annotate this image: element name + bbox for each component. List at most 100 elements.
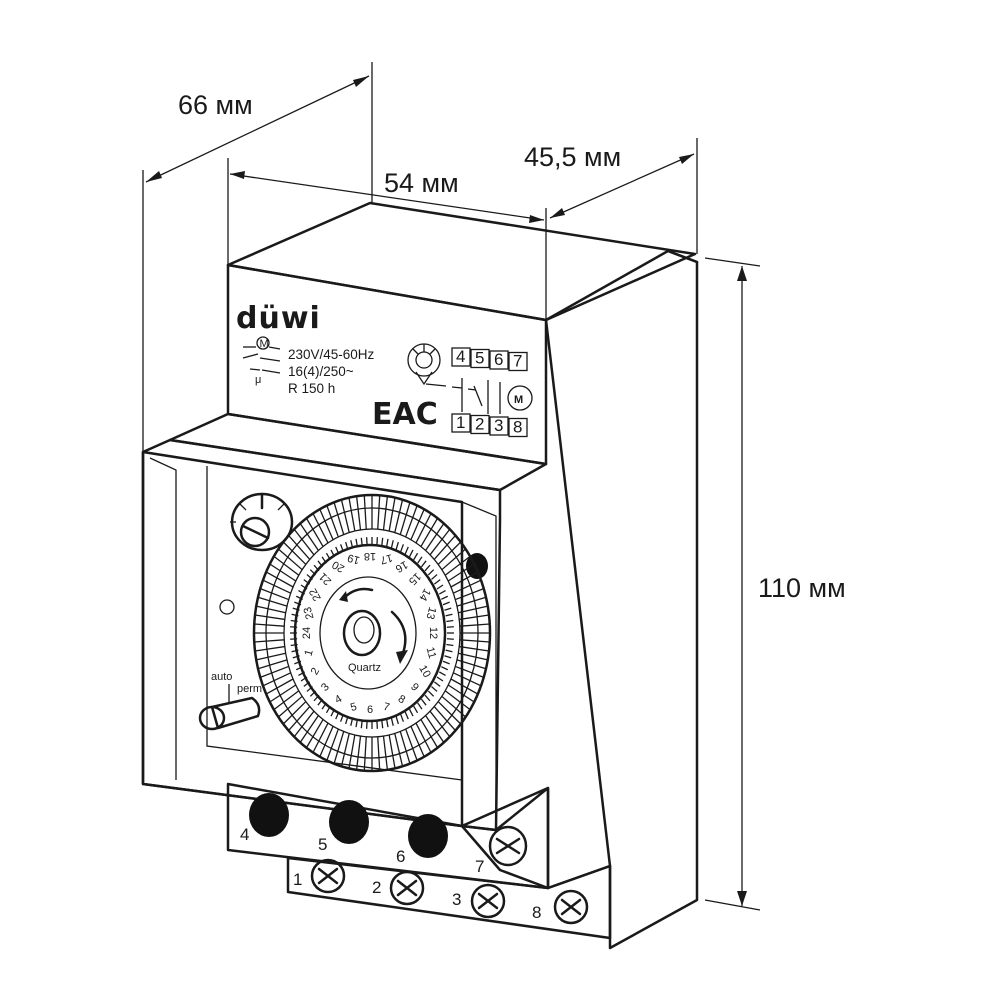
terminal-label: 2 [372, 878, 381, 897]
hour-label: 21 [317, 570, 334, 587]
svg-text:μ: μ [255, 374, 261, 386]
hour-label: 13 [423, 606, 438, 621]
dim-line-66 [145, 75, 370, 183]
rotation-arrow-icon [390, 610, 407, 658]
terminal-screw-icon[interactable] [553, 889, 589, 925]
svg-text:M: M [514, 394, 523, 406]
terminal-label: 3 [452, 890, 461, 909]
spec-rating: 16(4)/250~ [288, 364, 354, 379]
wiring-bottom-box [470, 414, 490, 435]
hour-label: 8 [396, 693, 407, 706]
terminal-label: 6 [396, 847, 405, 866]
hour-label: 16 [393, 558, 410, 575]
wiring-top-label: 7 [513, 352, 522, 371]
terminal-hole[interactable] [249, 793, 289, 837]
terminal-label: 7 [475, 857, 484, 876]
hour-label: 22 [307, 586, 324, 603]
hour-label: 2 [309, 666, 322, 677]
wiring-bottom-label: 8 [513, 418, 522, 437]
program-selector[interactable] [230, 492, 294, 552]
front-cover [141, 438, 502, 832]
mode-perm-label: perm [237, 683, 262, 695]
terminal-screw-icon[interactable] [310, 858, 346, 894]
hour-label: 15 [406, 570, 423, 587]
svg-text:M: M [260, 338, 269, 350]
cover-inner-frame [206, 466, 463, 781]
hour-label: 24 [301, 627, 313, 639]
spec-voltage: 230V/45-60Hz [288, 347, 375, 362]
hour-label: 14 [416, 586, 433, 603]
dial-center [319, 576, 417, 690]
hour-label: 17 [379, 551, 394, 566]
hour-label: 10 [416, 663, 433, 680]
wiring-top-box [508, 351, 528, 372]
indicator-led [219, 599, 235, 615]
dial-knob[interactable] [342, 609, 382, 657]
terminal-label: 1 [293, 870, 302, 889]
dim-label-54: 54 мм [384, 168, 459, 198]
lower-block-body [286, 856, 612, 940]
wiring-top-label: 6 [494, 350, 503, 369]
hour-label: 3 [319, 681, 332, 694]
quartz-label: Quartz [348, 662, 381, 674]
wiring-bottom-label: 2 [475, 415, 484, 434]
hour-label: 20 [330, 558, 347, 575]
terminal-hole[interactable] [408, 814, 448, 858]
wiring-bottom-label: 1 [456, 413, 465, 432]
brand-logo: düwi [236, 301, 321, 336]
wiring-bottom-label: 3 [494, 416, 503, 435]
motor-icon [507, 385, 533, 411]
terminal-label: 8 [532, 903, 541, 922]
dim-line-54 [229, 173, 545, 221]
dimension-lines: 66 мм 54 мм 45,5 мм 110 мм [142, 62, 846, 911]
dial-symbol-icon [407, 343, 441, 386]
terminal-label: 4 [240, 825, 249, 844]
wiring-bottom-box [451, 413, 471, 433]
hour-label: 5 [349, 701, 358, 714]
housing-edge [666, 249, 699, 264]
hour-ring [293, 543, 447, 723]
hour-label: 12 [427, 627, 439, 639]
terminal-block-lower: 1 2 3 8 [286, 856, 612, 940]
housing-right-side [544, 249, 699, 950]
mode-auto-label: auto [211, 671, 232, 683]
eac-mark: EAC [372, 397, 438, 432]
terminal-screw-icon[interactable] [470, 883, 506, 919]
hour-label: 23 [302, 606, 317, 621]
selector-knob[interactable] [239, 516, 271, 548]
wiring-top-label: 4 [456, 347, 465, 366]
relay-symbol-icon: M μ [242, 336, 281, 386]
hour-label: 6 [367, 704, 373, 716]
wiring-top-label: 5 [475, 349, 484, 368]
dim-line-45 [549, 153, 695, 219]
terminal-screw-icon[interactable] [389, 870, 425, 906]
wiring-top-box [489, 350, 509, 370]
hour-label: 19 [346, 551, 361, 566]
time-marker-icon [342, 587, 374, 600]
wiring-bottom-box [508, 417, 528, 438]
hour-label: 11 [424, 646, 439, 660]
dial-segments[interactable] [254, 495, 490, 771]
label-panel: düwi M μ 230V/45-60Hz 16(4)/250~ R 150 h… [236, 301, 533, 438]
hour-label: 9 [408, 681, 421, 694]
terminal-hole[interactable] [329, 800, 369, 844]
switch-slot [210, 696, 261, 730]
dim-label-66: 66 мм [178, 90, 253, 120]
hour-label: 7 [382, 701, 391, 714]
mode-switch[interactable]: auto perm [198, 671, 262, 731]
spec-reserve: R 150 h [288, 381, 335, 396]
hour-label: 1 [303, 648, 316, 657]
hour-label: 18 [364, 550, 376, 562]
dim-label-45: 45,5 мм [524, 142, 621, 172]
dim-label-110: 110 мм [758, 573, 846, 603]
wiring-top-box [451, 347, 471, 367]
terminal-screw-icon[interactable] [488, 825, 528, 867]
switch-knob[interactable] [198, 705, 226, 731]
wiring-top-box [470, 348, 490, 369]
